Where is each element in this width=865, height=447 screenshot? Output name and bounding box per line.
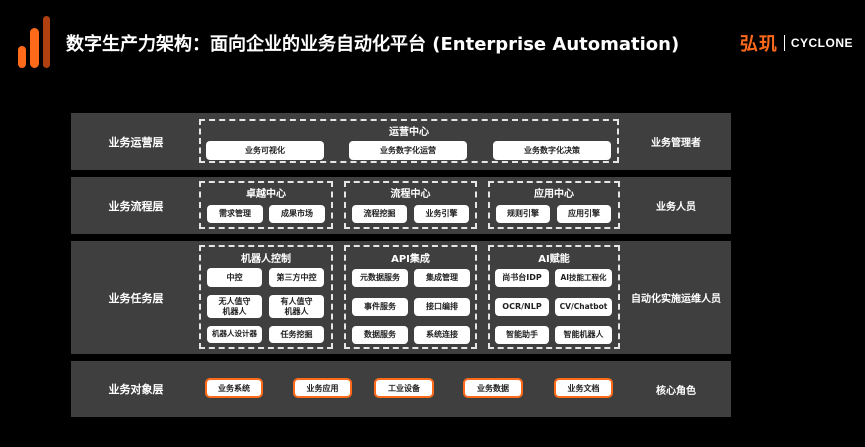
item-business-data: 业务数据 — [463, 378, 523, 398]
item-data-service: 数据服务 — [352, 326, 408, 344]
item-interface-orchestration: 接口编排 — [414, 298, 470, 316]
layer-operation: 业务运营层 运营中心 业务可视化 业务数字化运营 业务数字化决策 业务管理者 — [71, 113, 731, 170]
group-ai-enablement: AI赋能 尚书台IDP AI技能工程化 OCR/NLP CV/Chatbot 智… — [488, 245, 620, 349]
item-digital-decision: 业务数字化决策 — [493, 141, 611, 160]
group-title: 应用中心 — [534, 189, 574, 200]
item-digital-operation: 业务数字化运营 — [349, 141, 467, 160]
layer-process-name: 业务流程层 — [108, 199, 164, 213]
item-process-mining: 流程挖掘 — [352, 205, 407, 223]
item-event-service: 事件服务 — [352, 298, 408, 316]
item-industrial-equipment: 工业设备 — [374, 378, 434, 398]
item-ai-skill-engineering: AI技能工程化 — [555, 269, 612, 287]
group-title: 流程中心 — [390, 189, 431, 200]
role-process: 业务人员 — [656, 202, 696, 213]
role-operation: 业务管理者 — [651, 138, 701, 149]
item-business-application: 业务应用 — [293, 378, 352, 398]
group-robot-control: 机器人控制 中控 第三方中控 无人值守 机器人 有人值守 机器人 机器人设计器 … — [199, 245, 333, 349]
logo-bars-icon — [18, 16, 50, 68]
brand-logo: 弘玑 CYCLONE — [740, 30, 853, 56]
page-title: 数字生产力架构：面向企业的业务自动化平台 (Enterprise Automat… — [66, 34, 680, 55]
item-rule-engine: 规则引擎 — [496, 205, 550, 223]
item-robot-designer: 机器人设计器 — [207, 326, 262, 343]
group-excellence-center: 卓越中心 需求管理 成果市场 — [199, 181, 333, 229]
role-object: 核心角色 — [656, 385, 696, 397]
brand-divider — [783, 35, 785, 51]
group-title: API集成 — [391, 254, 430, 265]
item-attended-robot: 有人值守 机器人 — [269, 295, 324, 318]
item-achievement-market: 成果市场 — [269, 205, 325, 223]
item-cv-chatbot: CV/Chatbot — [555, 298, 612, 316]
layer-task: 业务任务层 机器人控制 中控 第三方中控 无人值守 机器人 有人值守 机器人 机… — [71, 241, 731, 354]
item-system-connection: 系统连接 — [414, 326, 470, 344]
group-process-center: 流程中心 流程挖掘 业务引擎 — [344, 181, 477, 229]
item-idp: 尚书台IDP — [495, 269, 549, 287]
group-api-integration: API集成 元数据服务 集成管理 事件服务 接口编排 数据服务 系统连接 — [344, 245, 477, 349]
layer-task-name: 业务任务层 — [108, 291, 164, 305]
item-business-engine: 业务引擎 — [414, 205, 469, 223]
role-task: 自动化实施运维人员 — [631, 294, 721, 305]
layer-object: 业务对象层 业务系统 业务应用 工业设备 业务数据 业务文档 核心角色 — [71, 361, 731, 417]
item-smart-robot: 智能机器人 — [555, 326, 612, 344]
item-ocr-nlp: OCR/NLP — [495, 298, 549, 316]
group-title: AI赋能 — [538, 254, 570, 265]
item-third-party-control: 第三方中控 — [269, 268, 324, 287]
group-title: 运营中心 — [389, 127, 429, 138]
layer-operation-name: 业务运营层 — [108, 135, 164, 149]
item-smart-assistant: 智能助手 — [495, 326, 549, 344]
group-application-center: 应用中心 规则引擎 应用引擎 — [488, 181, 620, 229]
item-application-engine: 应用引擎 — [557, 205, 611, 223]
group-title: 卓越中心 — [246, 189, 286, 200]
item-control-center: 中控 — [207, 268, 262, 287]
item-metadata-service: 元数据服务 — [352, 269, 408, 287]
item-business-document: 业务文档 — [554, 378, 613, 398]
brand-name-cn: 弘玑 — [739, 34, 778, 55]
item-business-system: 业务系统 — [205, 378, 263, 398]
brand-name-en: CYCLONE — [790, 36, 853, 50]
item-business-visualization: 业务可视化 — [206, 141, 324, 160]
item-demand-management: 需求管理 — [207, 205, 263, 223]
group-operation-center: 运营中心 业务可视化 业务数字化运营 业务数字化决策 — [199, 119, 619, 163]
layer-object-name: 业务对象层 — [108, 383, 164, 396]
item-integration-management: 集成管理 — [414, 269, 470, 287]
layer-process: 业务流程层 卓越中心 需求管理 成果市场 流程中心 流程挖掘 业务引擎 应用中心… — [71, 177, 731, 234]
item-unattended-robot: 无人值守 机器人 — [207, 295, 262, 318]
item-task-mining: 任务挖掘 — [269, 326, 324, 343]
group-title: 机器人控制 — [241, 254, 291, 265]
